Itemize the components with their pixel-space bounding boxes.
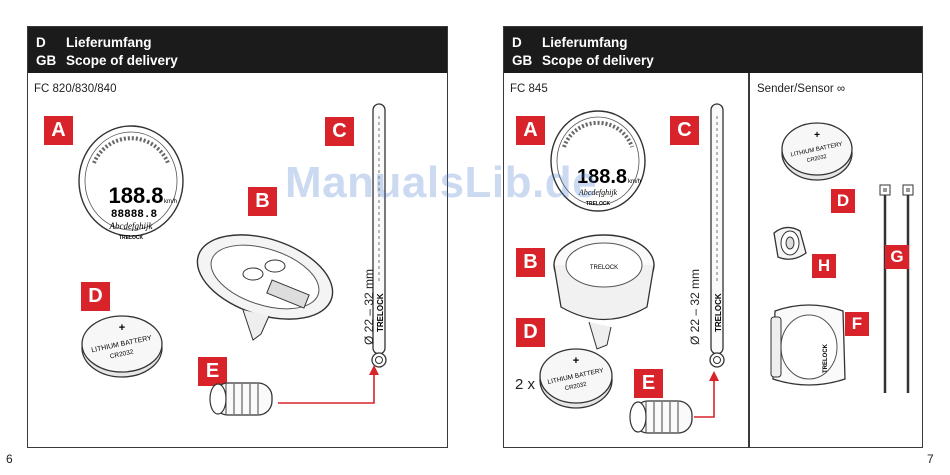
battery-quantity: 2 x — [515, 376, 536, 393]
lang-code: D — [512, 35, 522, 50]
page-number-right: 7 — [927, 452, 934, 466]
battery-illustration: + LITHIUM BATTERY CR2032 — [539, 348, 613, 409]
brand-logo: TRELOCK — [119, 235, 144, 241]
badge-g: G — [885, 245, 909, 269]
badge-d-sensor: D — [831, 189, 855, 213]
strap-diameter: Ø 22 – 32 mm — [688, 268, 702, 345]
model-label: FC 820/830/840 — [34, 83, 117, 95]
badge-b: B — [248, 187, 277, 216]
arrow-to-strap-icon — [694, 371, 719, 418]
display-odometer: 88888.8 — [111, 209, 158, 221]
header-title: Lieferumfang — [542, 35, 628, 50]
lang-code: GB — [36, 53, 57, 68]
bike-computer-illustration: 188.8 km/h Abcdefghijk TRELOCK — [550, 110, 646, 212]
watermark: ManualsLib.de — [285, 158, 598, 207]
brand-logo: TRELOCK — [586, 201, 611, 207]
sensor-brand: TRELOCK — [823, 343, 829, 373]
spoke-magnet-illustration — [629, 400, 693, 434]
battery-plus: + — [573, 355, 579, 367]
rubber-strap-illustration: TRELOCK — [371, 103, 387, 368]
cable-ties-illustration — [879, 184, 914, 393]
display-digits: 188.8 — [108, 183, 163, 208]
battery-plus: + — [814, 130, 820, 141]
strap-brand: TRELOCK — [376, 293, 385, 332]
badge-c: C — [325, 117, 354, 146]
battery-type: CR2032 — [109, 349, 134, 361]
header-title: Lieferumfang — [66, 35, 152, 50]
page-number-left: 6 — [6, 452, 13, 466]
battery-type: CR2032 — [806, 154, 827, 164]
header-row-gb: GB Scope of delivery — [512, 53, 654, 68]
display-unit: km/h — [628, 179, 641, 185]
header-row-de: D Lieferumfang — [512, 35, 628, 50]
display-text: Abcdefghijk — [109, 221, 154, 231]
bike-computer-illustration: 188.8 km/h 88888.8 Abcdefghijk TRELOCK — [78, 125, 184, 241]
rubber-strap-illustration: TRELOCK — [709, 103, 725, 368]
badge-d: D — [516, 318, 545, 347]
section-divider — [748, 73, 750, 447]
battery-plus: + — [119, 322, 125, 334]
strap-diameter: Ø 22 – 32 mm — [362, 268, 376, 345]
lang-code: GB — [512, 53, 533, 68]
lang-code: D — [36, 35, 46, 50]
header-bar: D Lieferumfang GB Scope of delivery — [28, 27, 447, 73]
left-page: D Lieferumfang GB Scope of delivery FC 820… — [27, 26, 448, 448]
strap-brand: TRELOCK — [714, 293, 723, 332]
header-title: Scope of delivery — [542, 53, 654, 68]
badge-f: F — [845, 312, 869, 336]
sensor-wireless-icon: ∞ — [836, 83, 846, 95]
display-unit: km/h — [164, 199, 177, 205]
badge-b: B — [516, 248, 545, 277]
header-bar: D Lieferumfang GB Scope of delivery — [504, 27, 922, 73]
display-text: Abcdefghijk — [578, 188, 618, 197]
display-digits: 188.8 — [577, 166, 627, 188]
spoke-magnet-illustration — [209, 382, 273, 416]
model-label: FC 845 — [510, 83, 548, 95]
badge-a: A — [516, 116, 545, 145]
header-row-de: D Lieferumfang — [36, 35, 152, 50]
battery-type: CR2032 — [564, 382, 587, 393]
badge-d: D — [81, 282, 110, 311]
badge-a: A — [44, 116, 73, 145]
sensor-unit-illustration: TRELOCK — [770, 304, 846, 386]
arrow-to-strap-icon — [278, 365, 379, 404]
badge-e: E — [634, 369, 663, 398]
badge-h: H — [812, 254, 836, 278]
header-row-gb: GB Scope of delivery — [36, 53, 178, 68]
sensor-title-text: Sender/Sensor — [757, 83, 834, 95]
sensor-battery-illustration: + LITHIUM BATTERY CR2032 — [781, 122, 853, 181]
mount-brand: TRELOCK — [590, 265, 618, 271]
battery-illustration: + LITHIUM BATTERY CR2032 — [81, 315, 163, 378]
badge-c: C — [670, 116, 699, 145]
header-title: Scope of delivery — [66, 53, 178, 68]
badge-e: E — [198, 357, 227, 386]
sensor-mount-illustration: TRELOCK — [553, 234, 655, 350]
sensor-magnet-clip-illustration — [773, 226, 807, 260]
sensor-title: Sender/Sensor ∞ — [757, 83, 845, 95]
handlebar-mount-illustration — [196, 234, 334, 341]
